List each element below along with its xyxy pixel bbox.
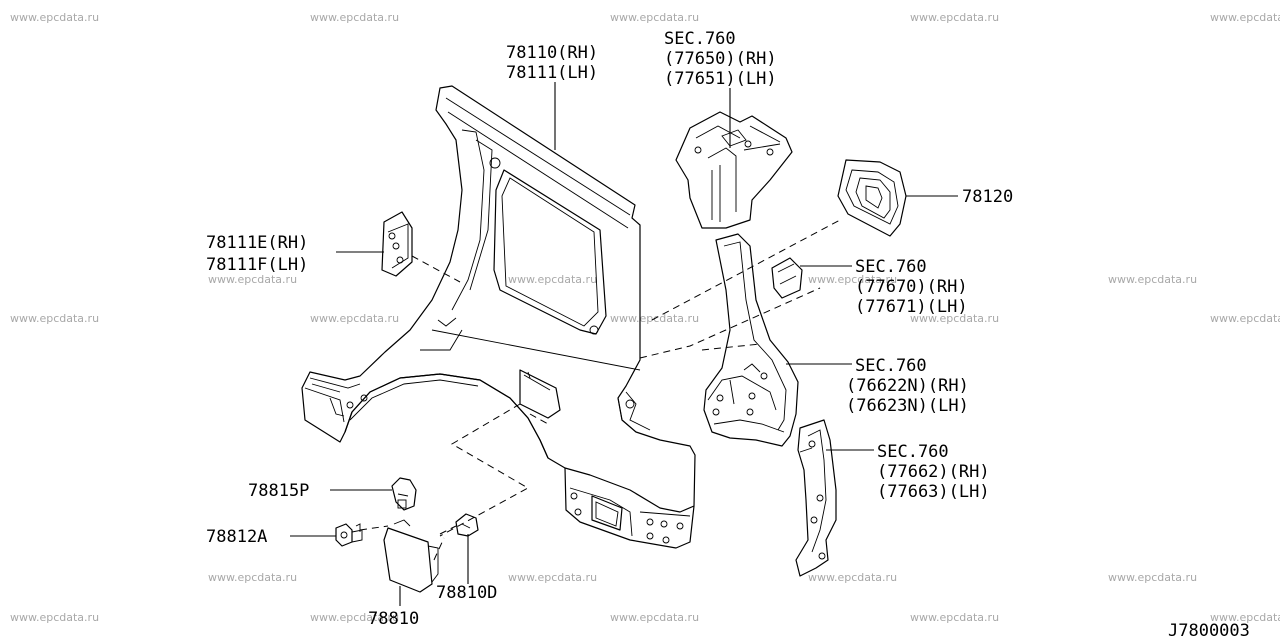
label-78111e-rh: 78111E(RH) xyxy=(206,233,308,253)
label-76622n-rh: (76622N)(RH) xyxy=(846,376,969,396)
label-77663-lh: (77663)(LH) xyxy=(877,482,990,502)
watermark: www.epcdata.ru xyxy=(1210,11,1280,24)
label-78815p: 78815P xyxy=(248,481,309,501)
watermark: www.epcdata.ru xyxy=(1108,571,1197,584)
watermark: www.epcdata.ru xyxy=(10,611,99,624)
label-78812a: 78812A xyxy=(206,527,267,547)
label-78111-lh: 78111(LH) xyxy=(506,63,598,83)
label-77662-rh: (77662)(RH) xyxy=(877,462,990,482)
watermark: www.epcdata.ru xyxy=(310,11,399,24)
watermark: www.epcdata.ru xyxy=(208,273,297,286)
phantom-lines xyxy=(359,219,841,561)
watermark: www.epcdata.ru xyxy=(808,273,897,286)
watermark: www.epcdata.ru xyxy=(1210,312,1280,325)
watermark: www.epcdata.ru xyxy=(1210,611,1280,624)
lower-pillar-77662[interactable] xyxy=(795,419,837,577)
label-77670-rh: (77670)(RH) xyxy=(855,277,968,297)
watermark: www.epcdata.ru xyxy=(10,11,99,24)
watermark: www.epcdata.ru xyxy=(10,312,99,325)
label-sec760-lower: SEC.760 xyxy=(877,442,949,462)
part-labels: 78110(RH) 78111(LH) SEC.760 (77650)(RH) … xyxy=(206,29,1250,640)
fuel-filler-lid-78810[interactable] xyxy=(383,519,439,593)
pillar-reinforcement-77650[interactable] xyxy=(675,111,793,229)
leader-lines xyxy=(290,82,958,606)
watermark: www.epcdata.ru xyxy=(508,571,597,584)
lid-bumper-78810d[interactable] xyxy=(455,513,479,537)
watermark: www.epcdata.ru xyxy=(310,611,399,624)
label-76623n-lh: (76623N)(LH) xyxy=(846,396,969,416)
watermark: www.epcdata.ru xyxy=(508,273,597,286)
watermark: www.epcdata.ru xyxy=(610,611,699,624)
gusset-77670[interactable] xyxy=(771,257,803,299)
label-78120: 78120 xyxy=(962,187,1013,207)
label-77651-lh: (77651)(LH) xyxy=(664,69,777,89)
watermark: www.epcdata.ru xyxy=(1108,273,1197,286)
label-78810d: 78810D xyxy=(436,583,497,603)
label-78111f-lh: 78111F(LH) xyxy=(206,255,308,275)
wheelhouse-inner-76622n[interactable] xyxy=(703,233,799,447)
watermark: www.epcdata.ru xyxy=(610,11,699,24)
label-sec760-upper: SEC.760 xyxy=(664,29,736,49)
label-sec760-wheelhouse: SEC.760 xyxy=(855,356,927,376)
bracket-78111e[interactable] xyxy=(381,211,413,277)
watermark: www.epcdata.ru xyxy=(910,312,999,325)
watermark: www.epcdata.ru xyxy=(208,571,297,584)
rear-fender-panel[interactable] xyxy=(301,85,696,549)
watermark: www.epcdata.ru xyxy=(808,571,897,584)
label-77650-rh: (77650)(RH) xyxy=(664,49,777,69)
label-77671-lh: (77671)(LH) xyxy=(855,297,968,317)
diagram-code: J7800003 xyxy=(1168,621,1250,640)
screw-78812a[interactable] xyxy=(335,523,363,547)
label-78810: 78810 xyxy=(368,609,419,629)
watermark: www.epcdata.ru xyxy=(310,312,399,325)
air-vent-housing-78120[interactable] xyxy=(837,159,907,237)
watermark-layer: www.epcdata.ru www.epcdata.ru www.epcdat… xyxy=(10,11,1280,624)
label-sec760-gusset: SEC.760 xyxy=(855,257,927,277)
watermark: www.epcdata.ru xyxy=(910,611,999,624)
watermark: www.epcdata.ru xyxy=(910,11,999,24)
clip-78815p[interactable] xyxy=(391,477,417,511)
label-78110-rh: 78110(RH) xyxy=(506,43,598,63)
